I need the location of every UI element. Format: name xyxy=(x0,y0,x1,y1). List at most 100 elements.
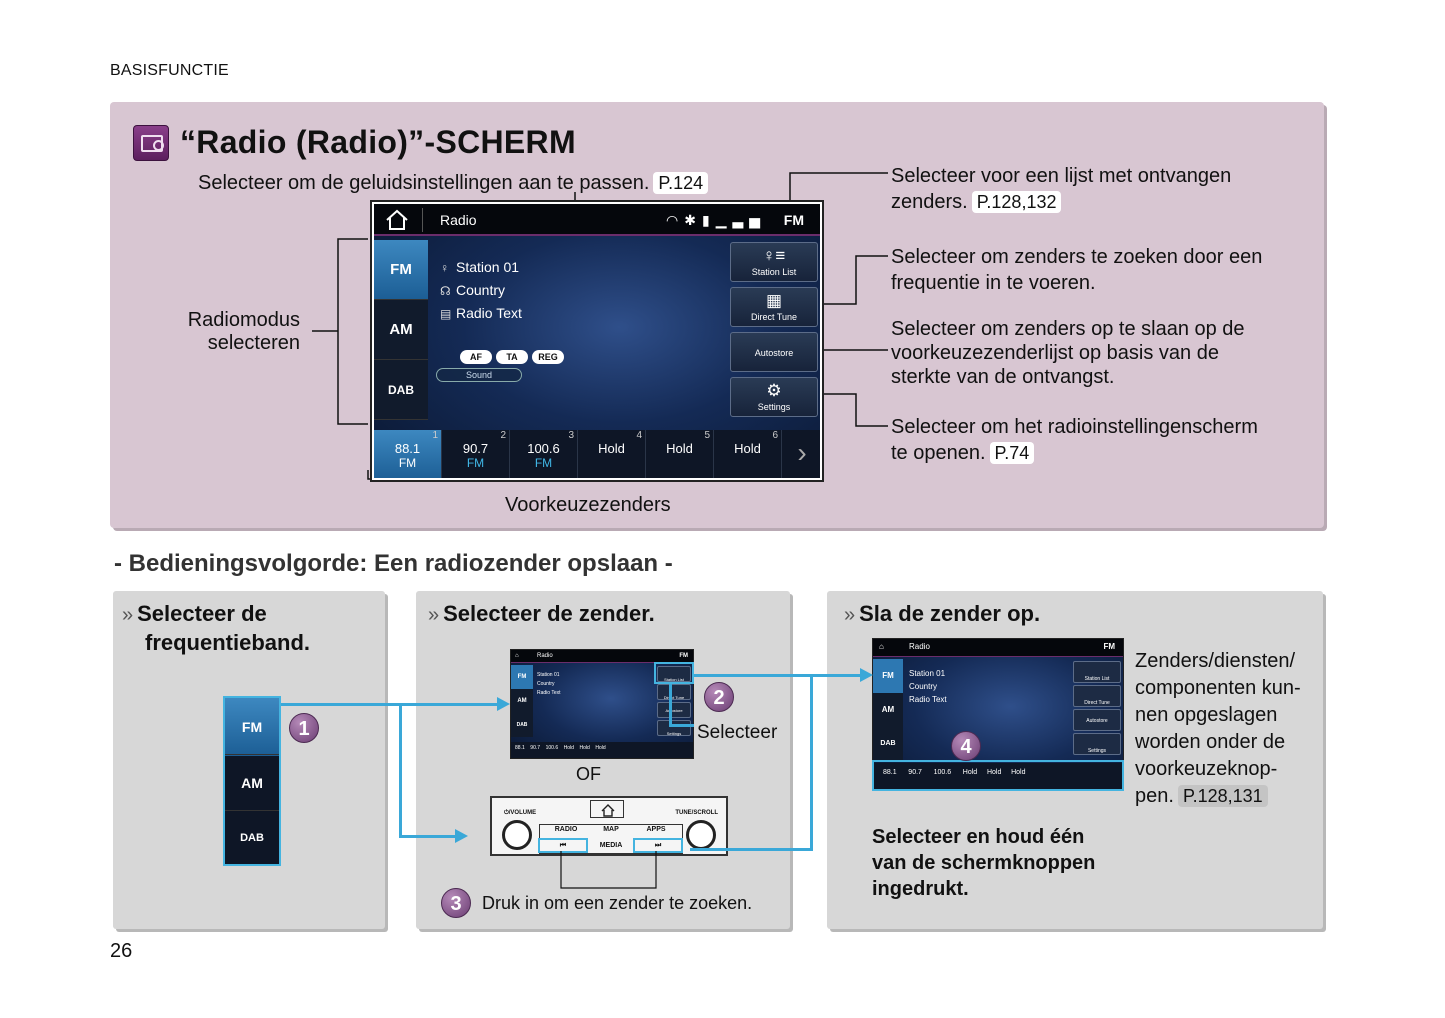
page-ref-note: P.128,131 xyxy=(1177,785,1268,807)
annotation-autostore: Selecteer om zenders op te slaan op de v… xyxy=(891,318,1245,388)
wifi-icon: ◠ xyxy=(666,212,685,228)
annotation-settings: Selecteer om het radioinstellingenscherm… xyxy=(891,416,1258,464)
console-home-button[interactable] xyxy=(590,800,624,818)
preset-next-button[interactable]: › xyxy=(797,437,807,468)
seek-forward-key[interactable]: ⏭ xyxy=(633,838,683,853)
home-icon: ⌂ xyxy=(879,642,884,651)
mode-column: FM AM DAB xyxy=(374,240,428,420)
mode-button-dab[interactable]: DAB xyxy=(374,360,428,420)
press-label: Druk in om een zender te zoeken. xyxy=(482,893,753,913)
home-icon[interactable] xyxy=(384,209,410,231)
tag-reg: REG xyxy=(532,350,564,364)
flow-line xyxy=(669,724,694,727)
flow-line xyxy=(690,848,813,851)
page-ref-settings: P.74 xyxy=(989,442,1035,464)
step-card-2 xyxy=(416,591,790,929)
note-text: Zenders/diensten/ componenten kun- nen o… xyxy=(1135,650,1301,807)
page-number: 26 xyxy=(110,940,133,962)
gear-icon: ⚙ xyxy=(766,381,782,400)
procedure-heading: - Bedieningsvolgorde: Een radiozender op… xyxy=(114,550,673,577)
status-bar: Radio ◠✱▮▁▃▅ FM xyxy=(374,204,820,236)
annotation-presets: Voorkeuzezenders xyxy=(505,494,671,516)
home-icon xyxy=(601,804,615,817)
tune-scroll-label: TUNE/SCROLL xyxy=(675,810,718,816)
autostore-button[interactable]: Autostore xyxy=(730,332,818,372)
radio-text-line: ▤Radio Text xyxy=(440,305,522,321)
status-icons: ◠✱▮▁▃▅ xyxy=(666,212,766,229)
radio-icon xyxy=(133,125,169,161)
mode-button-fm[interactable]: FM xyxy=(374,240,428,300)
mini-preset-row-step3: 88.1 90.7 100.6 Hold Hold Hold xyxy=(873,763,1123,789)
annotation-direct-tune: Selecteer om zenders te zoeken door een … xyxy=(891,246,1263,294)
sound-button[interactable]: Sound xyxy=(436,368,522,382)
apps-key[interactable]: APPS xyxy=(646,826,666,833)
preset-row-highlight xyxy=(872,760,1124,791)
mode-strip-highlight: FM AM DAB xyxy=(223,696,281,866)
or-label: OF xyxy=(576,764,601,784)
flow-line xyxy=(281,703,501,706)
page-ref-sound: P.124 xyxy=(653,172,709,194)
station-list-highlight xyxy=(654,662,694,684)
mini-mode-fm[interactable]: FM xyxy=(225,698,279,756)
radio-key[interactable]: RADIO xyxy=(554,826,578,833)
flow-line xyxy=(694,674,864,677)
flow-line xyxy=(399,703,402,838)
volume-label: ⏻/VOLUME xyxy=(504,810,537,816)
flow-line xyxy=(399,835,459,838)
station-icon: ♀ xyxy=(440,261,449,275)
flow-line xyxy=(810,674,813,850)
mini-mode-am[interactable]: AM xyxy=(225,754,279,810)
mini-preset-row: 88.1 90.7 100.6 Hold Hold Hold xyxy=(511,742,693,758)
mini-mode-dab[interactable]: DAB xyxy=(225,810,279,864)
panel-title: “Radio (Radio)”-SCHERM xyxy=(180,124,576,160)
tag-af: AF xyxy=(460,350,492,364)
text-icon: ▤ xyxy=(440,307,452,321)
direct-tune-button[interactable]: ▦ Direct Tune xyxy=(730,287,818,327)
hardware-console: ⏻/VOLUME TUNE/SCROLL RADIO MAP APPS MEDI… xyxy=(490,796,728,856)
keypad-icon: ▦ xyxy=(765,291,783,310)
battery-icon: ▮ xyxy=(701,212,716,228)
step-2-badge: 2 xyxy=(704,682,734,712)
mode-button-am[interactable]: AM xyxy=(374,300,428,360)
station-list-icon: ♀≡ xyxy=(762,246,786,265)
page-ref-station-list: P.128,132 xyxy=(971,191,1062,213)
step-1-badge: 1 xyxy=(289,713,319,743)
section-label: BASISFUNCTIE xyxy=(110,62,229,79)
tune-scroll-knob[interactable] xyxy=(686,820,716,850)
step-3-badge: 3 xyxy=(441,888,471,918)
volume-knob[interactable] xyxy=(502,820,532,850)
genre-line: ☊Country xyxy=(440,282,506,298)
map-key[interactable]: MAP xyxy=(603,826,619,833)
flow-line xyxy=(669,684,672,726)
annotation-sound: Selecteer om de geluidsinstellingen aan … xyxy=(198,170,709,196)
station-list-button[interactable]: ♀≡ Station List xyxy=(730,242,818,282)
station-line: ♀Station 01 xyxy=(440,259,520,275)
annotation-mode: Radiomodus selecteren xyxy=(187,309,300,354)
annotation-station-list: Selecteer voor een lijst met ontvangen z… xyxy=(891,165,1232,213)
band-indicator: FM xyxy=(783,212,804,228)
media-key[interactable]: MEDIA xyxy=(599,842,623,849)
screen-title: Radio xyxy=(440,212,477,228)
seek-back-key[interactable]: ⏮ xyxy=(538,838,588,853)
bluetooth-icon: ✱ xyxy=(684,212,702,228)
genre-icon: ☊ xyxy=(440,284,451,298)
tag-ta: TA xyxy=(496,350,528,364)
home-icon: ⌂ xyxy=(515,653,519,659)
step-4-badge: 4 xyxy=(951,731,981,761)
step2-title: »Selecteer de zender. xyxy=(428,601,655,626)
hold-instruction: Selecteer en houd één van de schermknopp… xyxy=(872,826,1096,900)
signal-icon: ▁▃▅ xyxy=(715,212,766,228)
step3-title: »Sla de zender op. xyxy=(844,601,1041,626)
settings-button[interactable]: ⚙ Settings xyxy=(730,377,818,417)
radio-screen: Radio ◠✱▮▁▃▅ FM FM AM DAB ♀Station 01 ☊C… xyxy=(370,200,824,482)
